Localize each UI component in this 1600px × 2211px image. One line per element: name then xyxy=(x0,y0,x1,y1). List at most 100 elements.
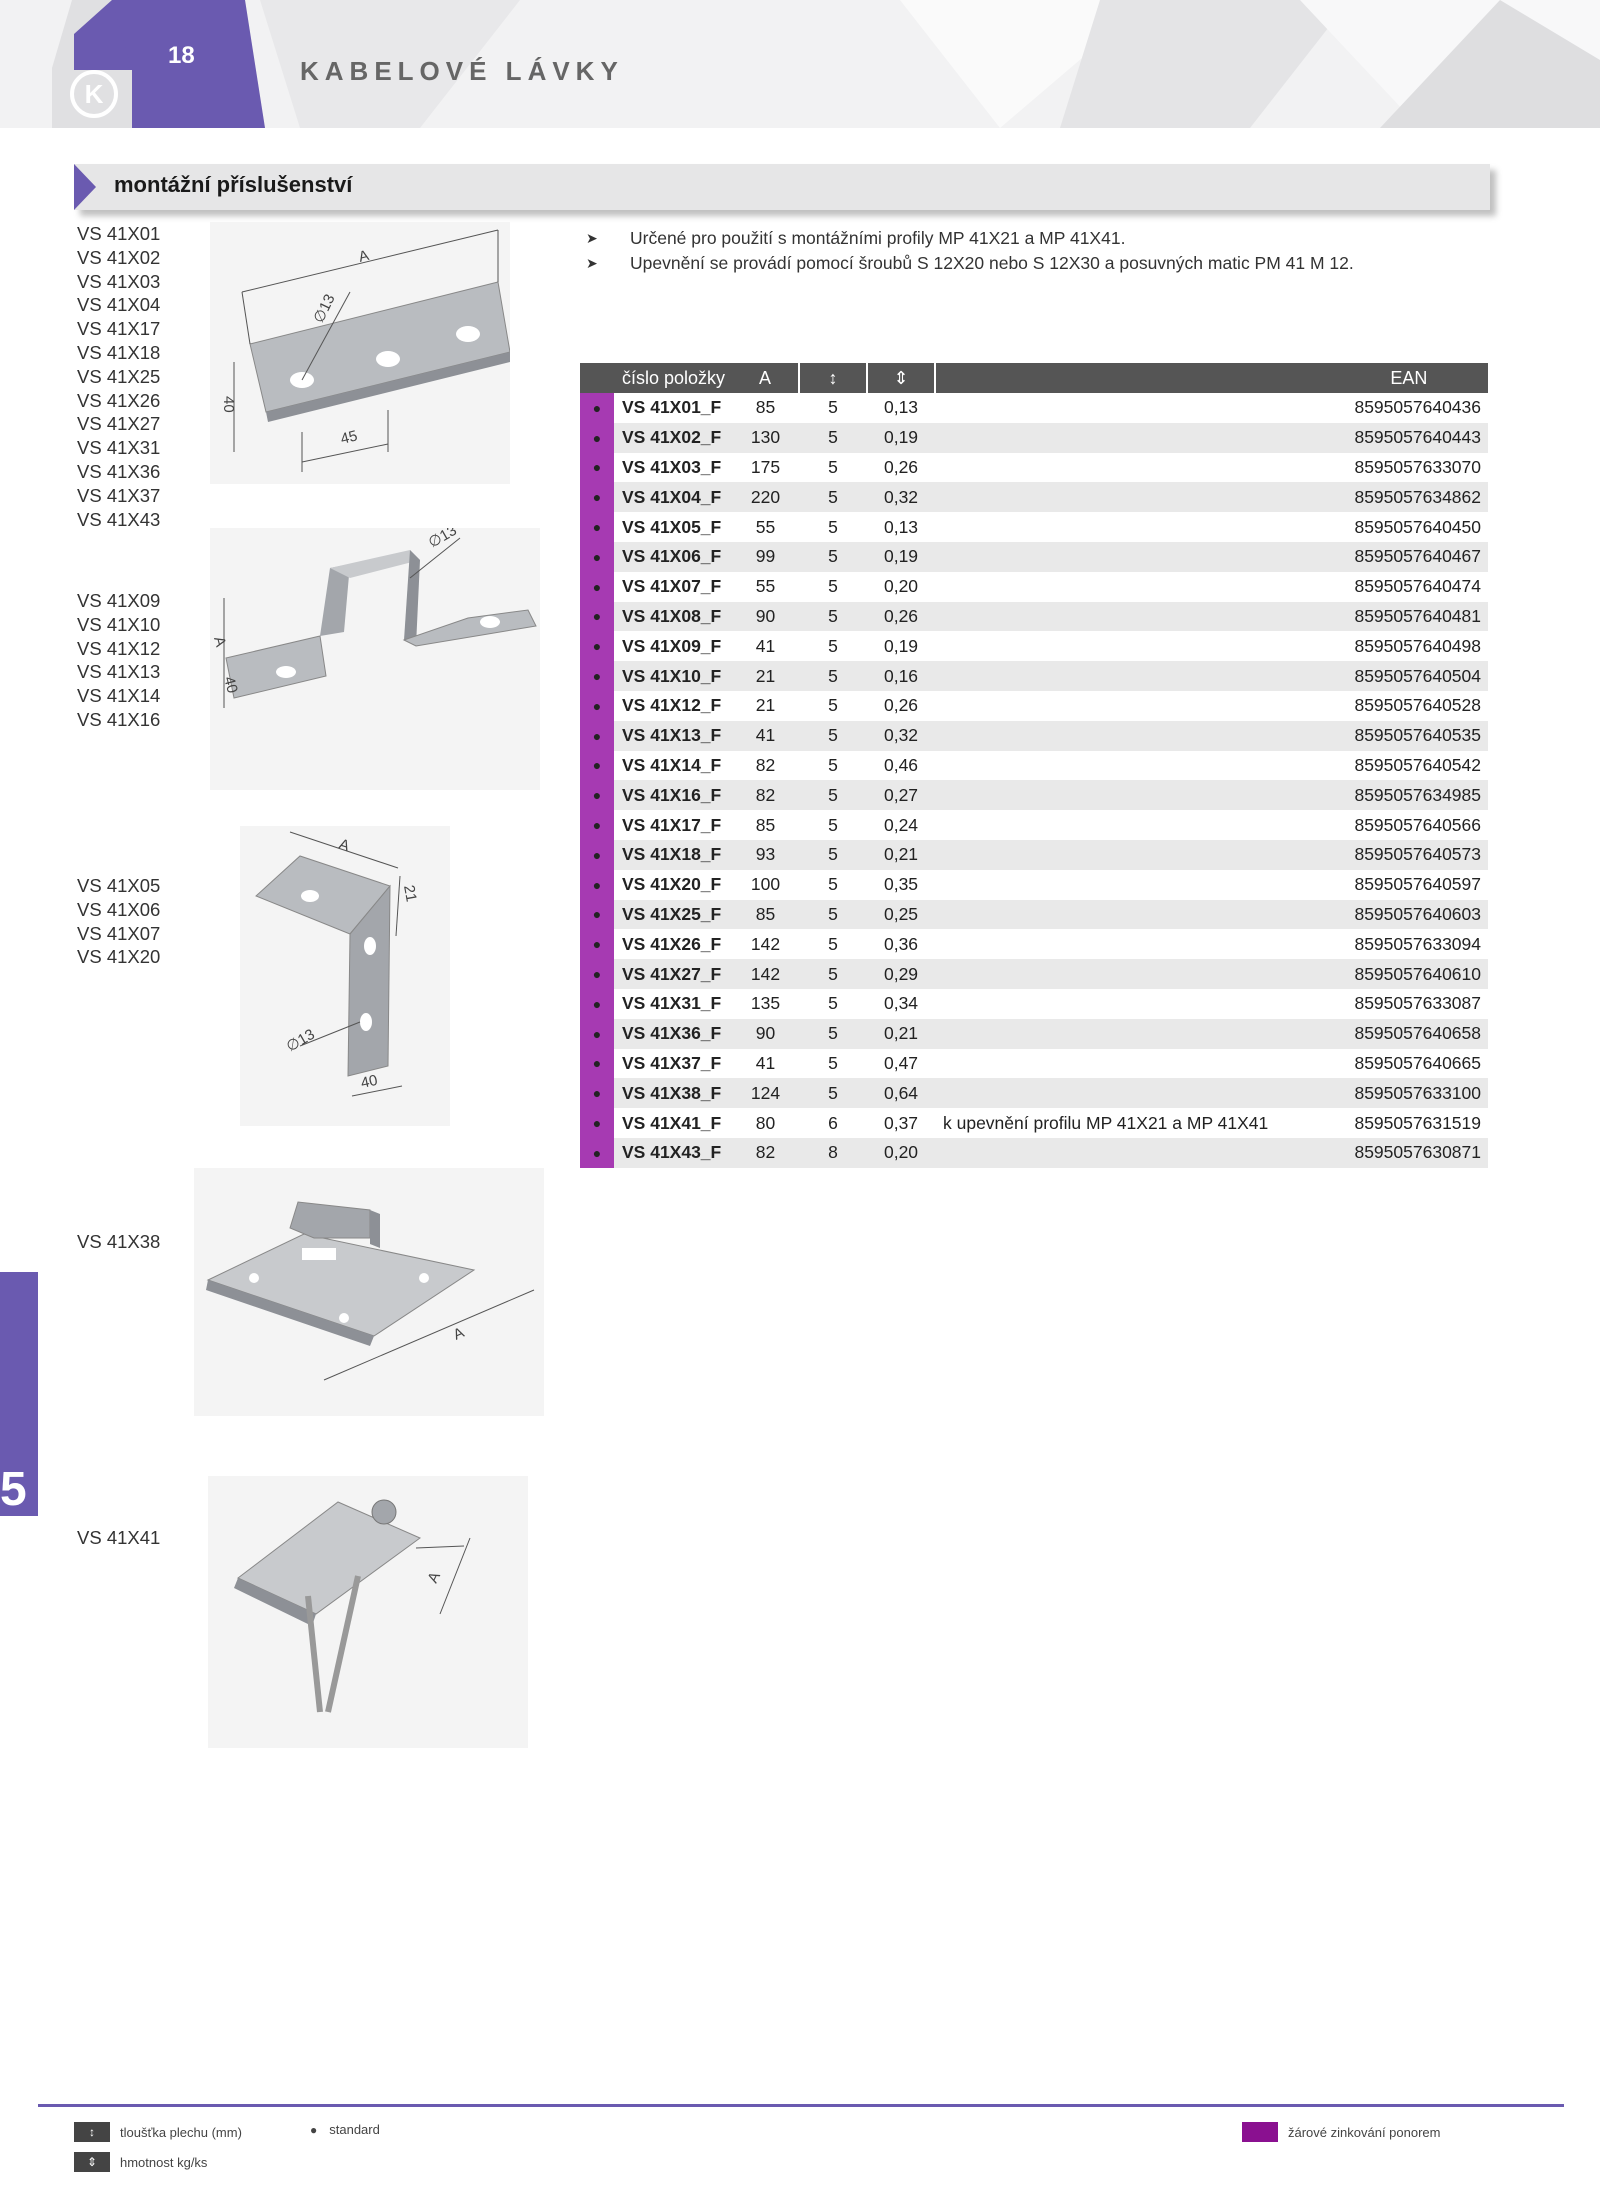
cell-ean: 8595057640535 xyxy=(1329,720,1488,751)
cell-ean: 8595057640665 xyxy=(1354,1052,1481,1073)
cell-weight: 0,21 xyxy=(867,1018,935,1049)
dim-width-label: 21 xyxy=(400,884,420,903)
code-label: VS 41X27 xyxy=(77,413,161,435)
cell-thickness: 5 xyxy=(828,754,838,775)
logo-letter: K xyxy=(84,79,104,109)
table-header-row: číslo položky A ↕ ⇕ EAN xyxy=(580,363,1488,393)
cell-thickness: 5 xyxy=(799,661,867,691)
note-item: ➤Určené pro použití s montážními profily… xyxy=(586,226,1354,251)
flat-plate-figure: A ∅13 40 45 xyxy=(210,222,510,484)
cell-ean: 8595057640597 xyxy=(1354,874,1481,895)
cell-code: VS 41X06_F xyxy=(614,541,732,572)
finish-marker-icon: F xyxy=(1242,2122,1278,2142)
row-marker-dot-icon: ● xyxy=(580,393,614,423)
row-marker-dot-icon: ● xyxy=(580,661,614,691)
cell-note xyxy=(935,541,1330,572)
code-group-5: VS 41X41 xyxy=(77,1526,160,1550)
cell-thickness: 5 xyxy=(828,397,838,418)
cell-ean: 8595057640474 xyxy=(1354,576,1481,597)
code-label: VS 41X43 xyxy=(77,508,161,530)
cell-note xyxy=(935,1137,1330,1168)
dim-a-label: A xyxy=(357,247,371,266)
cell-weight: 0,19 xyxy=(867,422,935,453)
angle-bracket-figure: A 21 ∅13 40 xyxy=(240,826,450,1126)
cell-ean: 8595057640450 xyxy=(1354,516,1481,537)
row-marker-dot-icon: ● xyxy=(580,1018,614,1049)
cell-ean: 8595057640504 xyxy=(1329,661,1488,691)
cell-thickness: 5 xyxy=(828,456,838,477)
legend-label: tloušťka plechu (mm) xyxy=(120,2124,242,2140)
cell-a: 21 xyxy=(755,695,776,716)
cell-weight: 0,64 xyxy=(867,1078,935,1109)
thickness-icon: ↕ xyxy=(798,363,867,393)
cell-note xyxy=(935,720,1330,751)
cell-thickness: 5 xyxy=(799,1018,867,1049)
legend-weight: ⇕ hmotnost kg/ks xyxy=(74,2152,207,2172)
cell-a: 90 xyxy=(732,601,799,632)
cell-a: 220 xyxy=(732,482,799,513)
cell-ean: 8595057640573 xyxy=(1329,839,1488,870)
cell-weight: 0,24 xyxy=(883,814,919,835)
cell-weight: 0,20 xyxy=(867,1137,935,1168)
code-label: VS 41X09 xyxy=(77,590,161,611)
row-marker-dot-icon: ● xyxy=(580,810,614,840)
cell-note xyxy=(935,661,1330,691)
cell-a: 82 xyxy=(732,1137,799,1168)
cell-note xyxy=(935,751,1330,781)
header-a: A xyxy=(732,363,799,393)
header-code: číslo položky xyxy=(614,363,732,393)
code-label: VS 41X05 xyxy=(77,875,161,896)
note-text: Upevnění se provádí pomocí šroubů S 12X2… xyxy=(630,253,1354,273)
cell-code: VS 41X43_F xyxy=(614,1137,732,1168)
row-marker-dot-icon: ● xyxy=(580,571,614,602)
cell-thickness: 5 xyxy=(828,1052,838,1073)
legend-label: standard xyxy=(329,2122,380,2137)
cell-note xyxy=(935,482,1330,513)
cell-thickness: 5 xyxy=(828,814,838,835)
chapter-number: 5 xyxy=(0,1463,27,1516)
cell-ean: 8595057640610 xyxy=(1329,959,1488,989)
section-title: montážní příslušenství xyxy=(114,172,353,197)
cell-code: VS 41X18_F xyxy=(614,839,732,870)
code-label: VS 41X18 xyxy=(77,341,161,363)
row-marker-dot-icon: ● xyxy=(580,690,614,721)
cell-weight: 0,25 xyxy=(867,899,935,930)
clamp-figure: A xyxy=(208,1476,528,1748)
cell-weight: 0,35 xyxy=(883,874,919,895)
dim-hole-label: ∅13 xyxy=(284,1026,318,1056)
cell-weight: 0,27 xyxy=(867,780,935,811)
cell-thickness: 5 xyxy=(828,635,838,656)
cell-weight: 0,34 xyxy=(883,993,919,1014)
cell-note xyxy=(935,959,1330,989)
code-label: VS 41X26 xyxy=(77,389,161,411)
cell-a: 175 xyxy=(750,456,781,477)
cell-weight: 0,26 xyxy=(883,456,919,477)
cell-a: 90 xyxy=(732,1018,799,1049)
row-marker-dot-icon: ● xyxy=(580,869,614,900)
code-label: VS 41X10 xyxy=(77,613,161,635)
weight-icon: ⇕ xyxy=(866,363,935,393)
cell-code: VS 41X10_F xyxy=(614,661,732,691)
cell-weight: 0,20 xyxy=(883,576,919,597)
cell-a: 41 xyxy=(732,720,799,751)
cell-ean: 8595057640443 xyxy=(1329,422,1488,453)
cell-thickness: 5 xyxy=(799,839,867,870)
cell-note xyxy=(935,1049,1330,1079)
cell-weight: 0,32 xyxy=(867,720,935,751)
cell-thickness: 5 xyxy=(828,933,838,954)
cell-a: 41 xyxy=(755,635,776,656)
cell-note xyxy=(935,422,1330,453)
cell-thickness: 5 xyxy=(799,601,867,632)
cell-code: VS 41X41_F xyxy=(622,1112,722,1133)
